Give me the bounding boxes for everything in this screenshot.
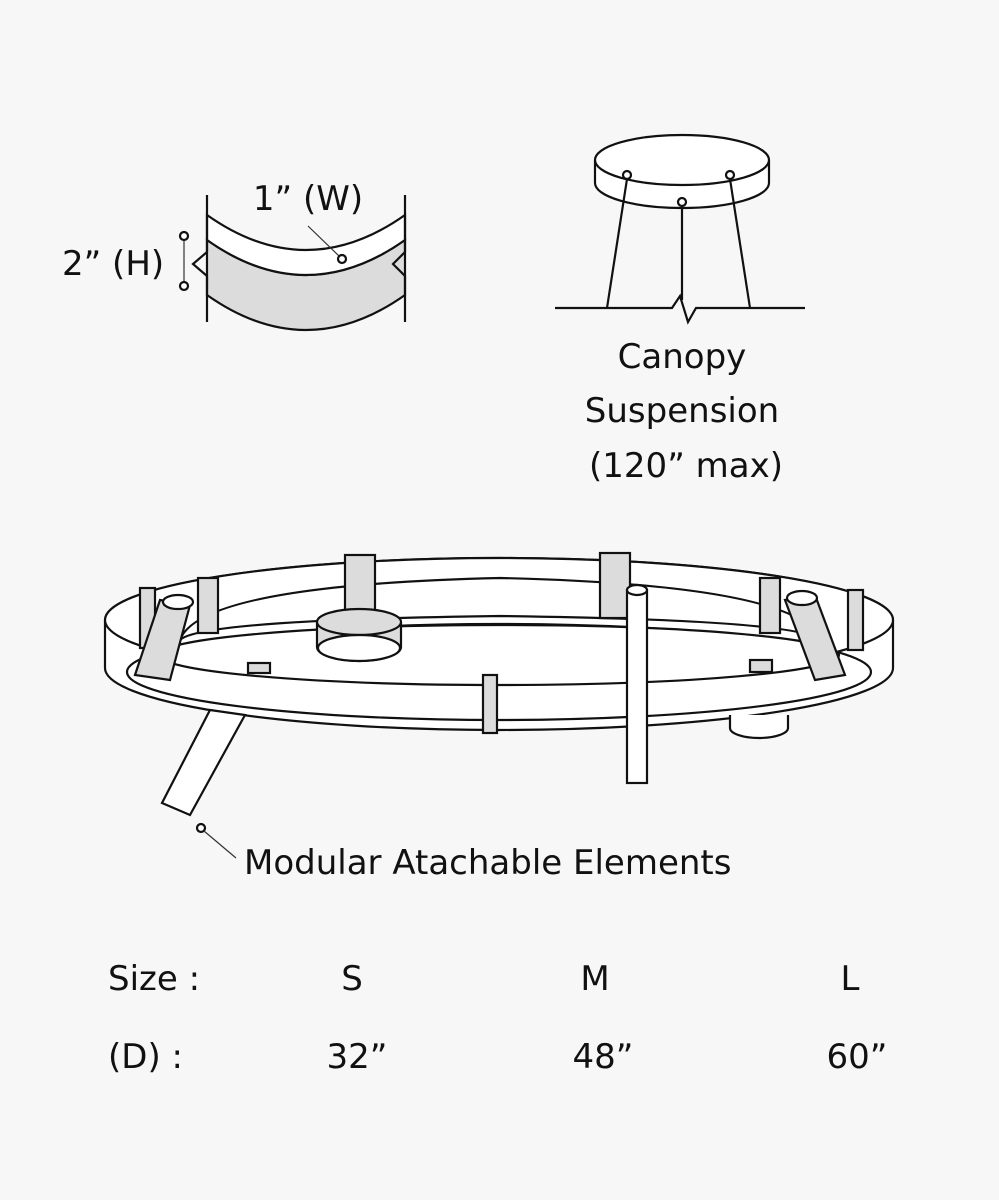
callout-leader <box>195 822 237 859</box>
profile-section-illustration <box>178 195 407 332</box>
canopy-label-line-2: Suspension <box>585 391 779 431</box>
diameter-l: 60” <box>827 1037 888 1077</box>
size-l: L <box>841 959 860 999</box>
size-table: Size : S M L (D) : 32” 48” 60” <box>108 959 887 1077</box>
diameter-s: 32” <box>327 1037 388 1077</box>
size-m: M <box>580 959 609 999</box>
ring-fixture-illustration <box>103 551 895 817</box>
width-label: 1” (W) <box>253 179 363 219</box>
height-label: 2” (H) <box>62 244 164 284</box>
diameter-row-label: (D) : <box>108 1037 183 1077</box>
size-s: S <box>341 959 363 999</box>
canopy-label-line-3: (120” max) <box>589 446 783 486</box>
canopy-label-line-1: Canopy <box>618 337 747 377</box>
size-row-label: Size : <box>108 959 200 999</box>
modular-elements-label: Modular Atachable Elements <box>244 843 731 883</box>
canopy-illustration <box>555 133 805 325</box>
diameter-m: 48” <box>573 1037 634 1077</box>
